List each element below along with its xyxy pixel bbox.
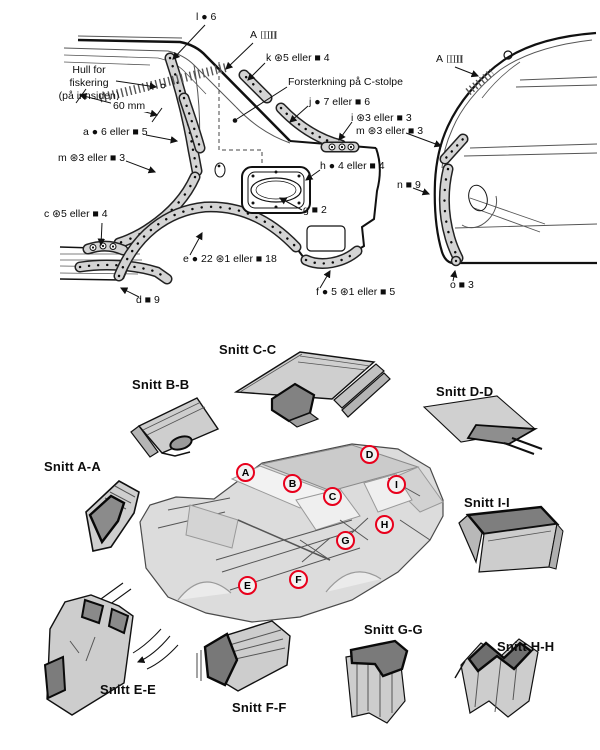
fuel-recess-dots: [251, 170, 301, 209]
body-marker-b: B: [283, 474, 302, 493]
section-title-i-i: Snitt I-I: [464, 495, 510, 510]
hatch-symbol: [447, 55, 464, 63]
section-title-c-c: Snitt C-C: [219, 342, 277, 357]
hole-note-line1: Hull for: [72, 64, 106, 76]
label-a-marker-left: A: [250, 29, 278, 42]
label-h: h ● 4 eller ■ 4: [320, 160, 385, 172]
hole-note-line3: (på innsiden): [58, 90, 120, 102]
car-body-overview: [139, 443, 444, 623]
section-title-e-e: Snitt E-E: [100, 682, 156, 697]
hatch-symbol: [261, 31, 278, 39]
section-title-f-f: Snitt F-F: [232, 700, 287, 715]
label-hole-note: Hull for fiskering (på innsiden): [36, 64, 142, 103]
body-marker-g: G: [336, 531, 355, 550]
hole-note-line2: fiskering: [69, 77, 109, 89]
c-band-circled-dots: [89, 242, 117, 251]
section-i-i-drawing: [458, 505, 564, 573]
label-j: j ● 7 eller ■ 6: [309, 96, 371, 108]
section-d-d-drawing: [422, 395, 543, 455]
label-a-marker-left-text: A: [250, 29, 258, 41]
label-k: k ⊛5 eller ■ 4: [266, 52, 330, 64]
section-title-h-h: Snitt H-H: [497, 639, 555, 654]
body-marker-f: F: [289, 570, 308, 589]
leader-arrows: [97, 24, 480, 298]
section-title-a-a: Snitt A-A: [44, 459, 101, 474]
quarter-panel-view: [59, 35, 381, 285]
c-pillar-rear-view: [433, 31, 598, 267]
i-strip-circled-dots: [328, 143, 355, 151]
label-o: o ■ 3: [450, 279, 474, 291]
label-dimension-60mm: 60 mm: [111, 100, 148, 113]
section-title-g-g: Snitt G-G: [364, 622, 423, 637]
label-reinforcement: Forsterkning på C-stolpe: [288, 76, 403, 88]
label-m-left: m ⊛3 eller ■ 3: [58, 152, 126, 164]
body-marker-i: I: [387, 475, 406, 494]
body-marker-d: D: [360, 445, 379, 464]
body-marker-h: H: [375, 515, 394, 534]
label-c: c ⊛5 eller ■ 4: [44, 208, 108, 220]
body-marker-e: E: [238, 576, 257, 595]
section-f-f-drawing: [196, 620, 291, 692]
body-marker-c: C: [323, 487, 342, 506]
label-a: a ● 6 eller ■ 5: [83, 126, 148, 138]
label-g: g ■ 2: [303, 204, 327, 216]
label-n: n ■ 9: [397, 179, 421, 191]
label-a-marker-right-text: A: [436, 53, 444, 65]
label-l: l ● 6: [196, 11, 217, 23]
section-h-h-drawing: [454, 638, 539, 718]
label-i: i ⊛3 eller ■ 3: [351, 112, 412, 124]
section-a-a-drawing: [85, 480, 140, 552]
section-c-c-drawing: [233, 351, 391, 428]
section-title-d-d: Snitt D-D: [436, 384, 494, 399]
section-title-b-b: Snitt B-B: [132, 377, 190, 392]
section-e-e-drawing: [43, 582, 179, 716]
label-m-right: m ⊛3 eller ■ 3: [356, 125, 424, 137]
label-a-marker-right: A: [436, 53, 464, 66]
section-g-g-drawing: [345, 639, 409, 724]
label-d: d ■ 9: [136, 294, 160, 306]
section-b-b-drawing: [130, 397, 220, 458]
label-f: f ● 5 ⊛1 eller ■ 5: [316, 286, 396, 298]
body-marker-a: A: [236, 463, 255, 482]
label-e: e ● 22 ⊛1 eller ■ 18: [183, 253, 277, 265]
dimension-text: 60 mm: [111, 100, 148, 112]
